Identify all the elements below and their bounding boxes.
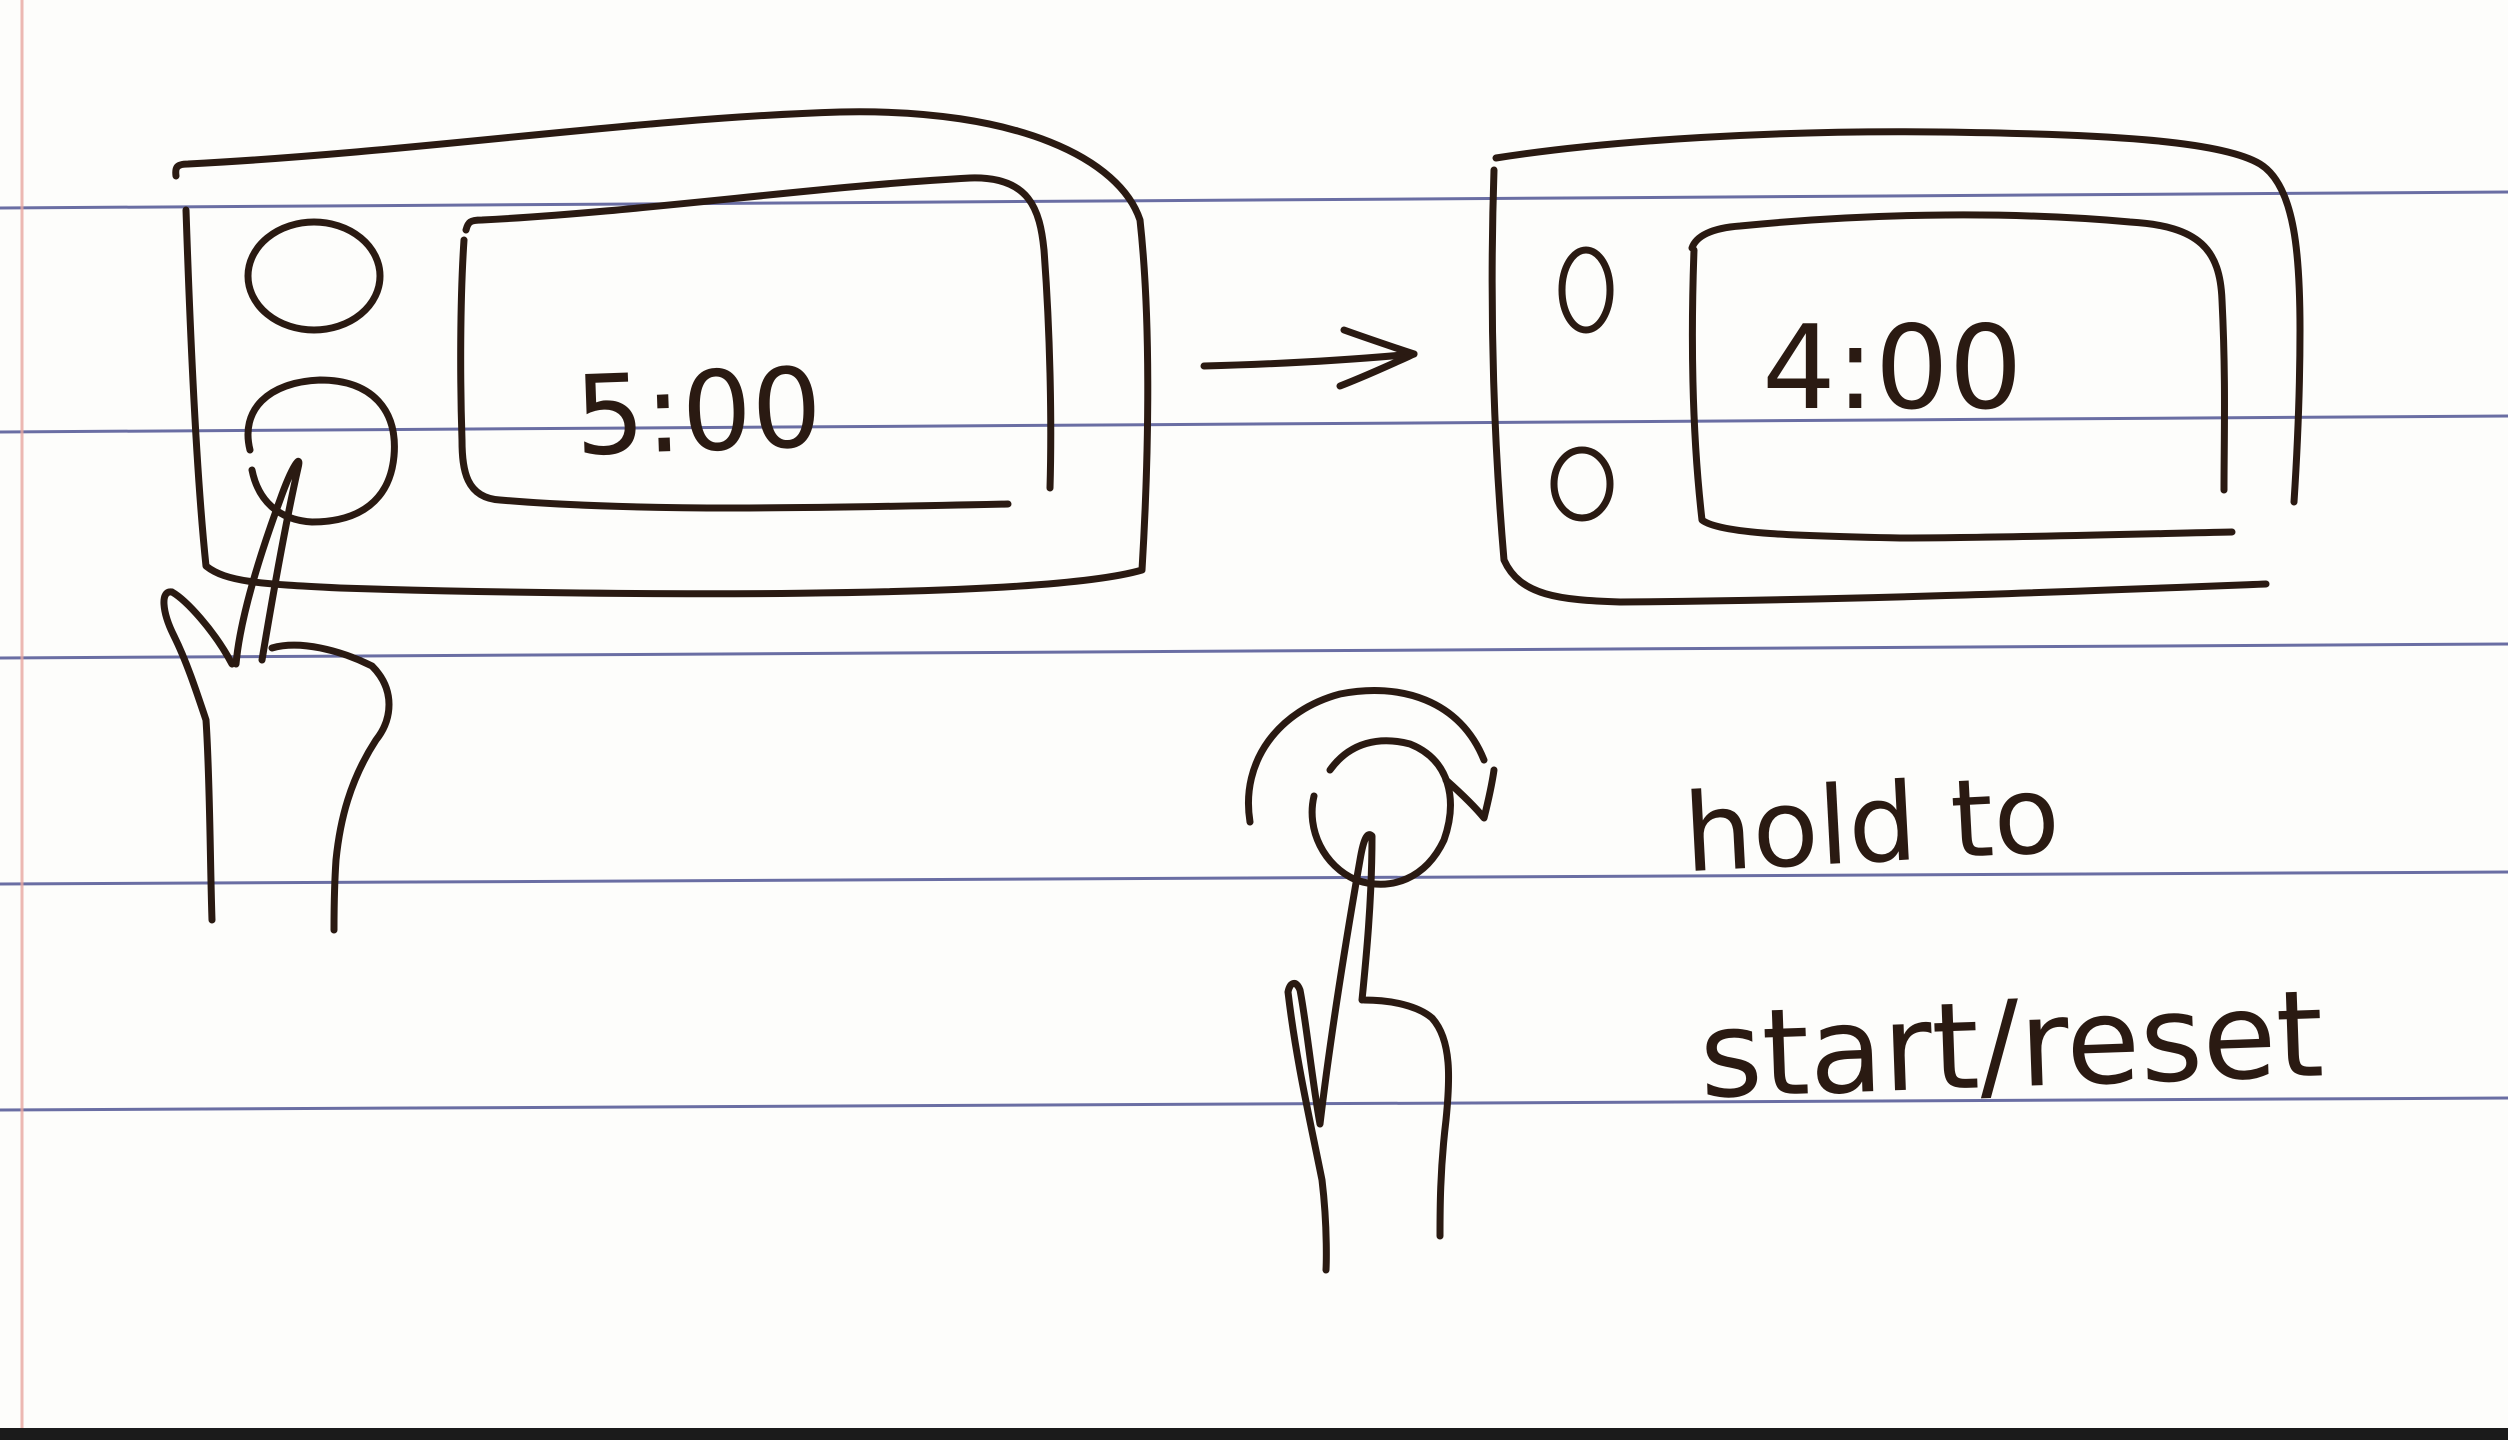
arrow-right-icon [1200, 326, 1418, 390]
bottom-shadow [0, 1428, 2508, 1440]
display-time-before: 5:00 [573, 344, 824, 481]
device-button-bottom [244, 376, 398, 526]
device-screen [1688, 211, 2236, 542]
hold-rotate-icon [1245, 687, 1488, 826]
rule-line [0, 1096, 2508, 1112]
rule-line [0, 414, 2508, 434]
hand-pointing-icon [1284, 831, 1453, 1274]
device-button-top [1558, 246, 1614, 334]
note-line-1: hold to [1681, 753, 2063, 897]
note-line-2: start/reset [1697, 965, 2325, 1126]
gesture-note: hold to start/reset [1681, 753, 2326, 1126]
rule-line [0, 870, 2508, 886]
device-screen [457, 174, 1055, 512]
rotate-arrowhead [1442, 766, 1498, 822]
hold-button-circle [1308, 737, 1454, 888]
display-time-after: 4:00 [1762, 301, 2023, 436]
rule-line [0, 190, 2508, 210]
timer-device-before: 5:00 [160, 108, 1152, 934]
rule-line [0, 642, 2508, 660]
device-outline [172, 108, 1152, 598]
timer-device-after: 4:00 [1488, 128, 2304, 606]
device-button-top [244, 218, 384, 334]
ruled-lines [0, 190, 2508, 1112]
device-button-bottom [1550, 446, 1614, 522]
tap-hand-icon [160, 458, 393, 934]
hold-gesture [1245, 687, 1498, 1274]
device-outline [1488, 128, 2304, 606]
